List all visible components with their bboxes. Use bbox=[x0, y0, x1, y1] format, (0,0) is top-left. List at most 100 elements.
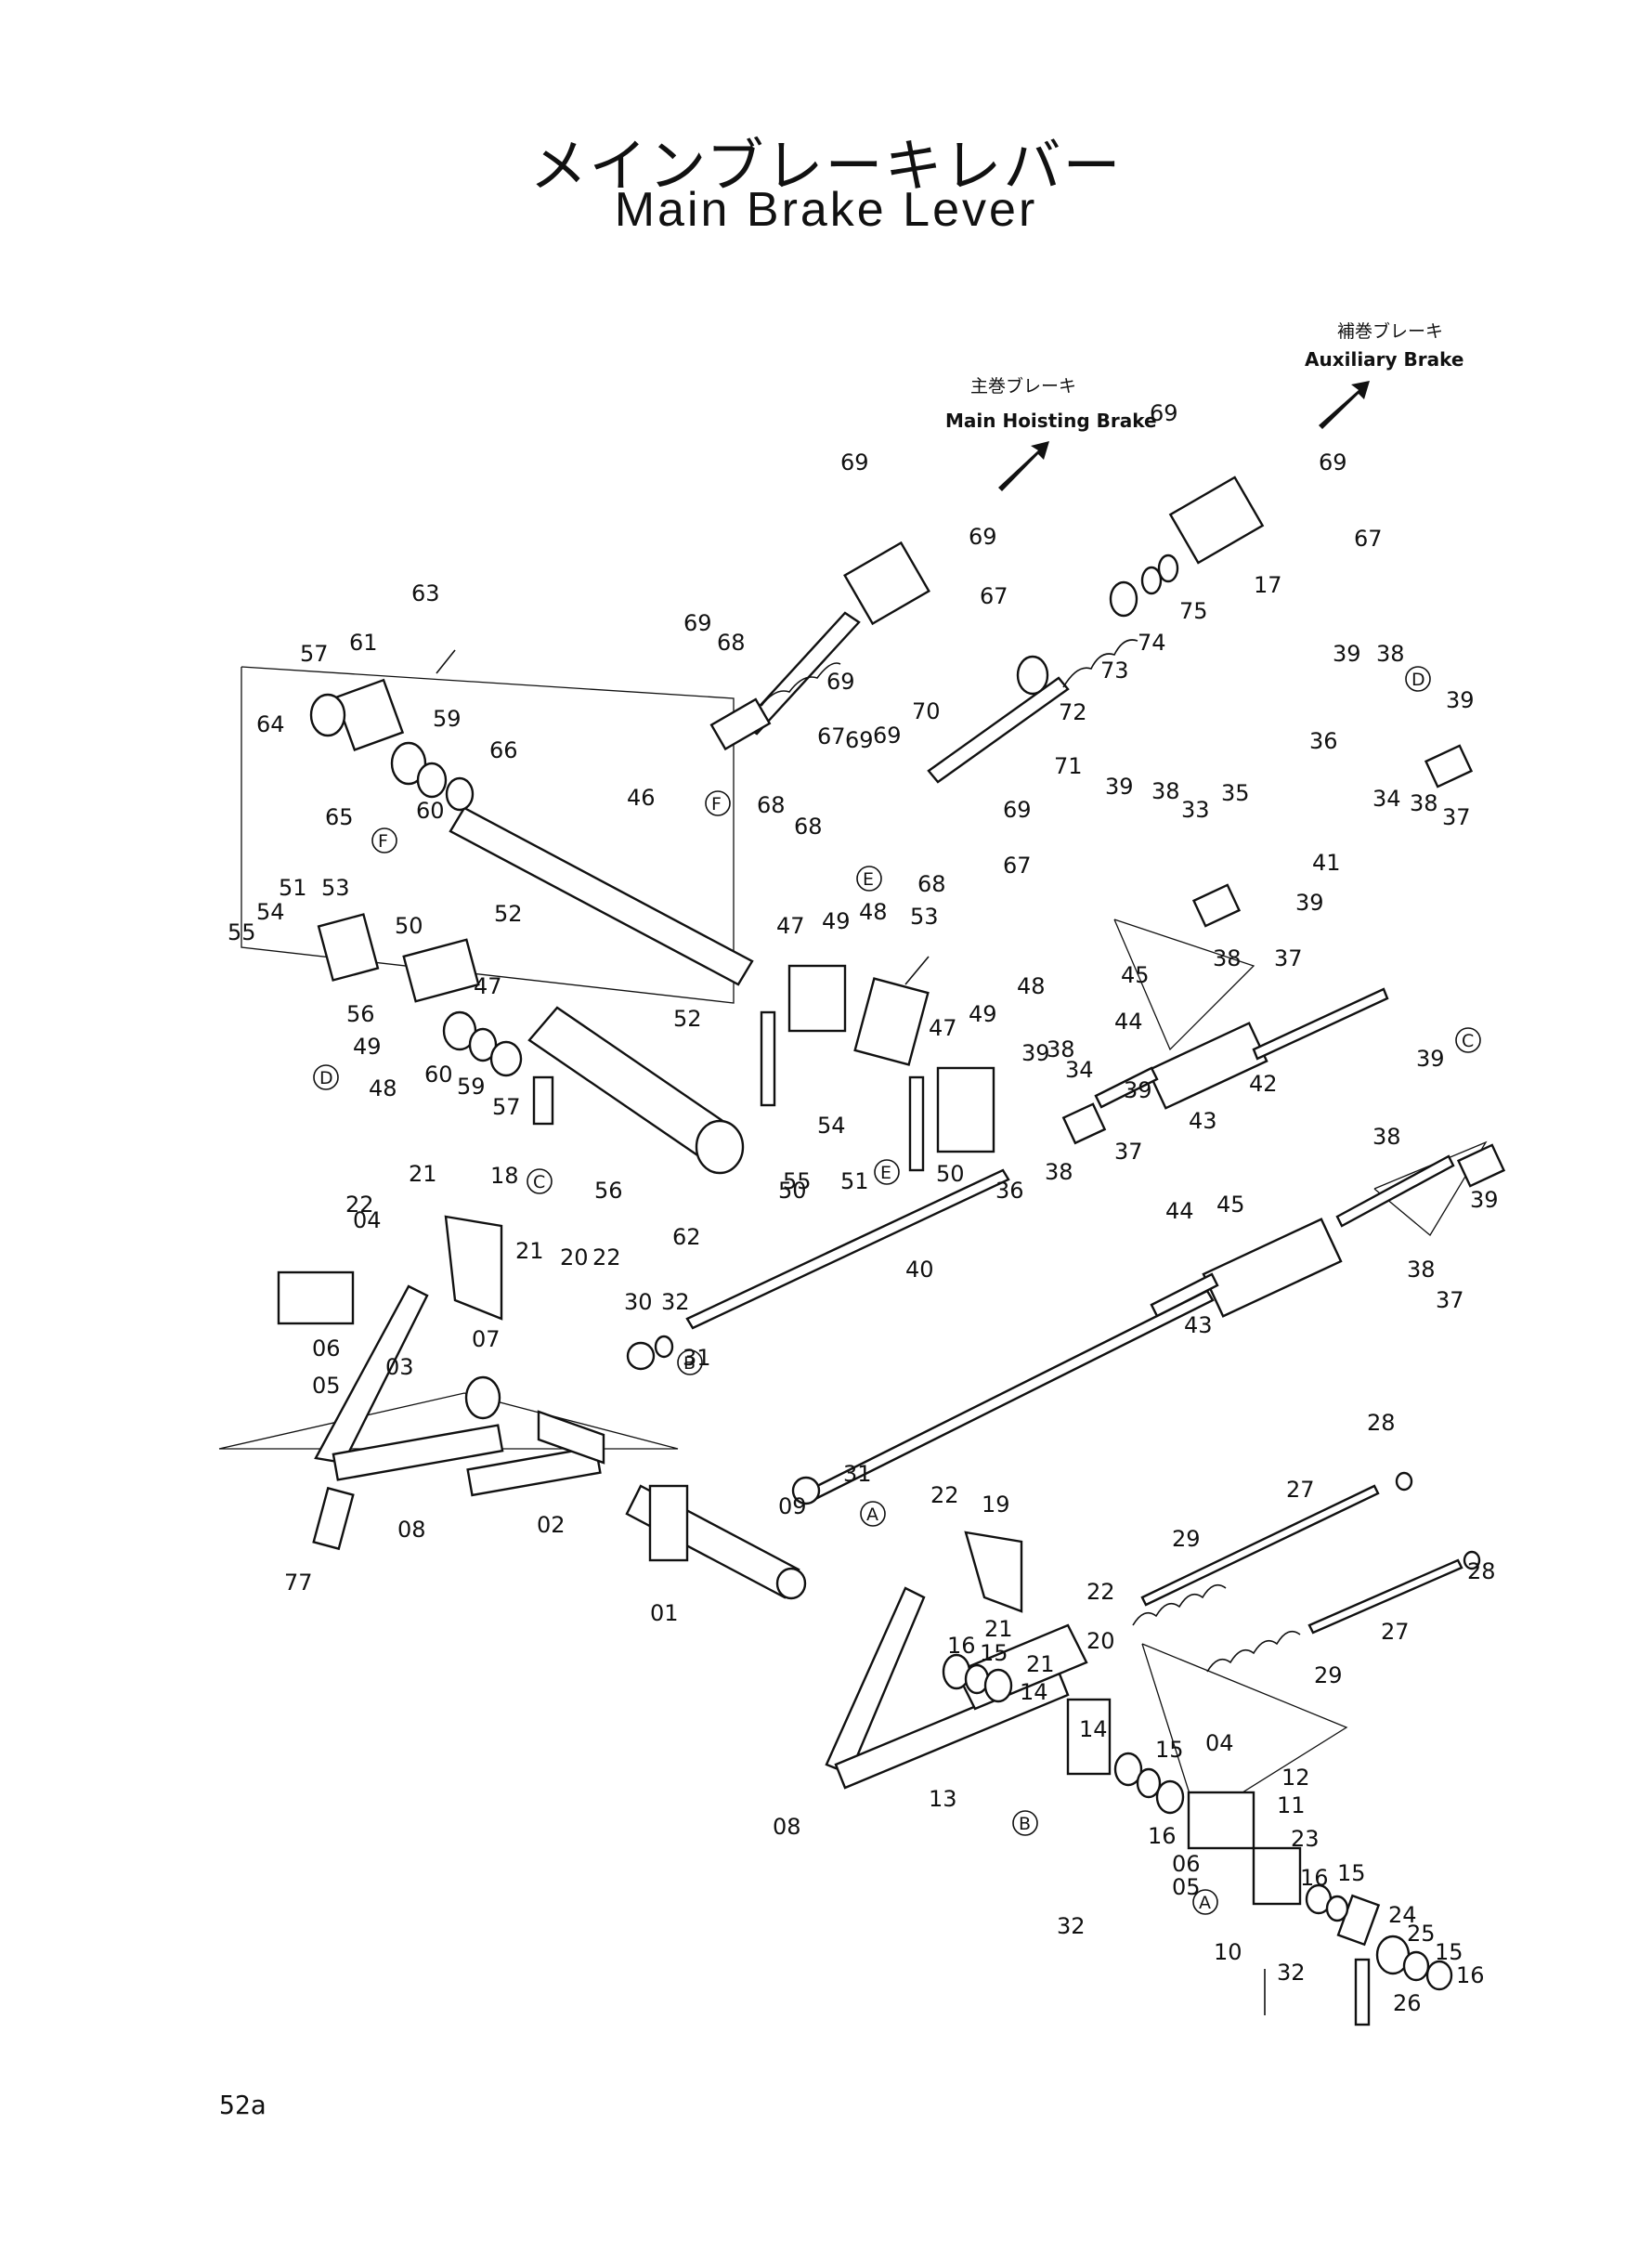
label-50: 50 bbox=[936, 1161, 965, 1187]
label-44: 44 bbox=[1114, 1009, 1143, 1035]
label-22: 22 bbox=[930, 1482, 959, 1508]
auxiliary-en: Auxiliary Brake bbox=[1305, 348, 1463, 371]
label-39: 39 bbox=[1295, 890, 1324, 916]
label-15: 15 bbox=[980, 1640, 1008, 1666]
label-67: 67 bbox=[817, 723, 846, 749]
label-36: 36 bbox=[995, 1178, 1024, 1204]
label-10: 10 bbox=[1214, 1939, 1242, 1965]
label-69: 69 bbox=[683, 610, 712, 636]
label-42: 42 bbox=[1249, 1071, 1278, 1097]
svg-text:E: E bbox=[880, 1163, 891, 1183]
label-34: 34 bbox=[1372, 786, 1401, 812]
label-26: 26 bbox=[1393, 1990, 1422, 2016]
label-53: 53 bbox=[321, 875, 350, 901]
bracket-group-center bbox=[760, 956, 995, 1172]
label-69: 69 bbox=[1150, 400, 1178, 426]
main-hoisting-arrow bbox=[998, 441, 1049, 491]
label-58: 57 bbox=[300, 641, 329, 667]
label-37: 37 bbox=[1436, 1287, 1464, 1313]
label-05: 05 bbox=[1172, 1874, 1201, 1900]
label-62: 62 bbox=[672, 1224, 701, 1250]
label-47: 47 bbox=[776, 913, 805, 939]
label-69: 69 bbox=[969, 524, 997, 550]
label-54: 54 bbox=[256, 899, 285, 925]
ref-marker-C: C bbox=[527, 1168, 553, 1194]
label-47: 47 bbox=[929, 1015, 957, 1041]
label-39: 39 bbox=[1416, 1046, 1445, 1072]
label-02: 02 bbox=[537, 1512, 566, 1538]
svg-text:E: E bbox=[863, 869, 874, 890]
label-50: 50 bbox=[778, 1178, 807, 1204]
label-15: 15 bbox=[1337, 1860, 1366, 1886]
label-60: 60 bbox=[424, 1062, 453, 1088]
label-68: 68 bbox=[757, 792, 786, 818]
label-56: 56 bbox=[346, 1001, 375, 1027]
label-37: 37 bbox=[1442, 804, 1471, 830]
label-41: 41 bbox=[1312, 850, 1341, 876]
label-22: 22 bbox=[345, 1192, 374, 1218]
main-hoisting-jp: 主巻ブレーキ bbox=[970, 375, 1076, 397]
bottom-right-bracket-group bbox=[1187, 1791, 1453, 2026]
ref-marker-F: F bbox=[705, 790, 731, 816]
label-29: 29 bbox=[1314, 1662, 1343, 1688]
label-59: 59 bbox=[457, 1074, 486, 1100]
page-number: 52a bbox=[219, 2090, 267, 2120]
label-32: 32 bbox=[1277, 1960, 1306, 1986]
label-74: 74 bbox=[1138, 630, 1166, 656]
label-33: 33 bbox=[1181, 797, 1210, 823]
title-japanese: メインブレーキレバー bbox=[529, 132, 1123, 200]
label-68: 68 bbox=[917, 871, 946, 897]
label-37: 37 bbox=[1114, 1139, 1143, 1165]
label-43: 43 bbox=[1184, 1312, 1213, 1338]
label-38: 38 bbox=[1376, 641, 1405, 667]
label-01: 01 bbox=[650, 1600, 679, 1626]
label-17: 17 bbox=[1254, 572, 1282, 598]
label-05: 05 bbox=[312, 1373, 341, 1399]
label-20: 20 bbox=[1086, 1628, 1115, 1654]
svg-text:C: C bbox=[533, 1172, 545, 1192]
label-65: 65 bbox=[325, 804, 354, 830]
label-15: 15 bbox=[1435, 1939, 1463, 1965]
right-pedal-assembly bbox=[825, 1531, 1185, 1815]
svg-text:A: A bbox=[1199, 1893, 1211, 1913]
label-36: 36 bbox=[1309, 728, 1338, 754]
ref-marker-C: C bbox=[1455, 1027, 1481, 1053]
label-20: 20 bbox=[560, 1244, 589, 1270]
label-48: 48 bbox=[369, 1075, 397, 1101]
auxiliary-arrow bbox=[1319, 381, 1370, 429]
cylinder-assemblies bbox=[1061, 744, 1506, 1318]
label-40: 40 bbox=[905, 1257, 934, 1283]
label-25: 25 bbox=[1407, 1921, 1436, 1947]
label-16: 16 bbox=[1148, 1823, 1177, 1849]
label-38: 38 bbox=[1372, 1124, 1401, 1150]
ref-marker-D: D bbox=[1405, 666, 1431, 692]
svg-text:D: D bbox=[319, 1068, 333, 1088]
label-19: 19 bbox=[982, 1492, 1010, 1518]
label-48: 48 bbox=[1017, 973, 1046, 999]
label-08: 08 bbox=[773, 1814, 801, 1840]
auxiliary-jp: 補巻ブレーキ bbox=[1337, 320, 1443, 342]
label-21: 21 bbox=[1026, 1651, 1055, 1677]
label-67: 67 bbox=[1003, 853, 1032, 879]
shaft-assembly-46 bbox=[309, 649, 754, 986]
label-67: 67 bbox=[980, 583, 1008, 609]
label-32: 32 bbox=[661, 1289, 690, 1315]
bracket-group-47-57 bbox=[317, 913, 745, 1175]
label-55: 55 bbox=[783, 1168, 812, 1194]
label-39: 39 bbox=[1124, 1077, 1152, 1103]
label-69: 69 bbox=[826, 669, 855, 695]
label-44: 44 bbox=[1165, 1198, 1194, 1224]
label-77: 77 bbox=[284, 1570, 313, 1596]
label-04: 04 bbox=[1205, 1730, 1234, 1756]
label-69: 69 bbox=[1319, 449, 1347, 476]
label-16: 16 bbox=[1456, 1962, 1485, 1988]
svg-text:B: B bbox=[683, 1353, 696, 1374]
label-09: 09 bbox=[778, 1493, 807, 1519]
ref-marker-F: F bbox=[371, 827, 397, 853]
label-60: 60 bbox=[416, 798, 445, 824]
svg-text:B: B bbox=[1019, 1814, 1031, 1834]
label-70: 70 bbox=[912, 698, 941, 724]
label-35: 35 bbox=[1221, 780, 1250, 806]
label-63: 63 bbox=[411, 580, 440, 606]
